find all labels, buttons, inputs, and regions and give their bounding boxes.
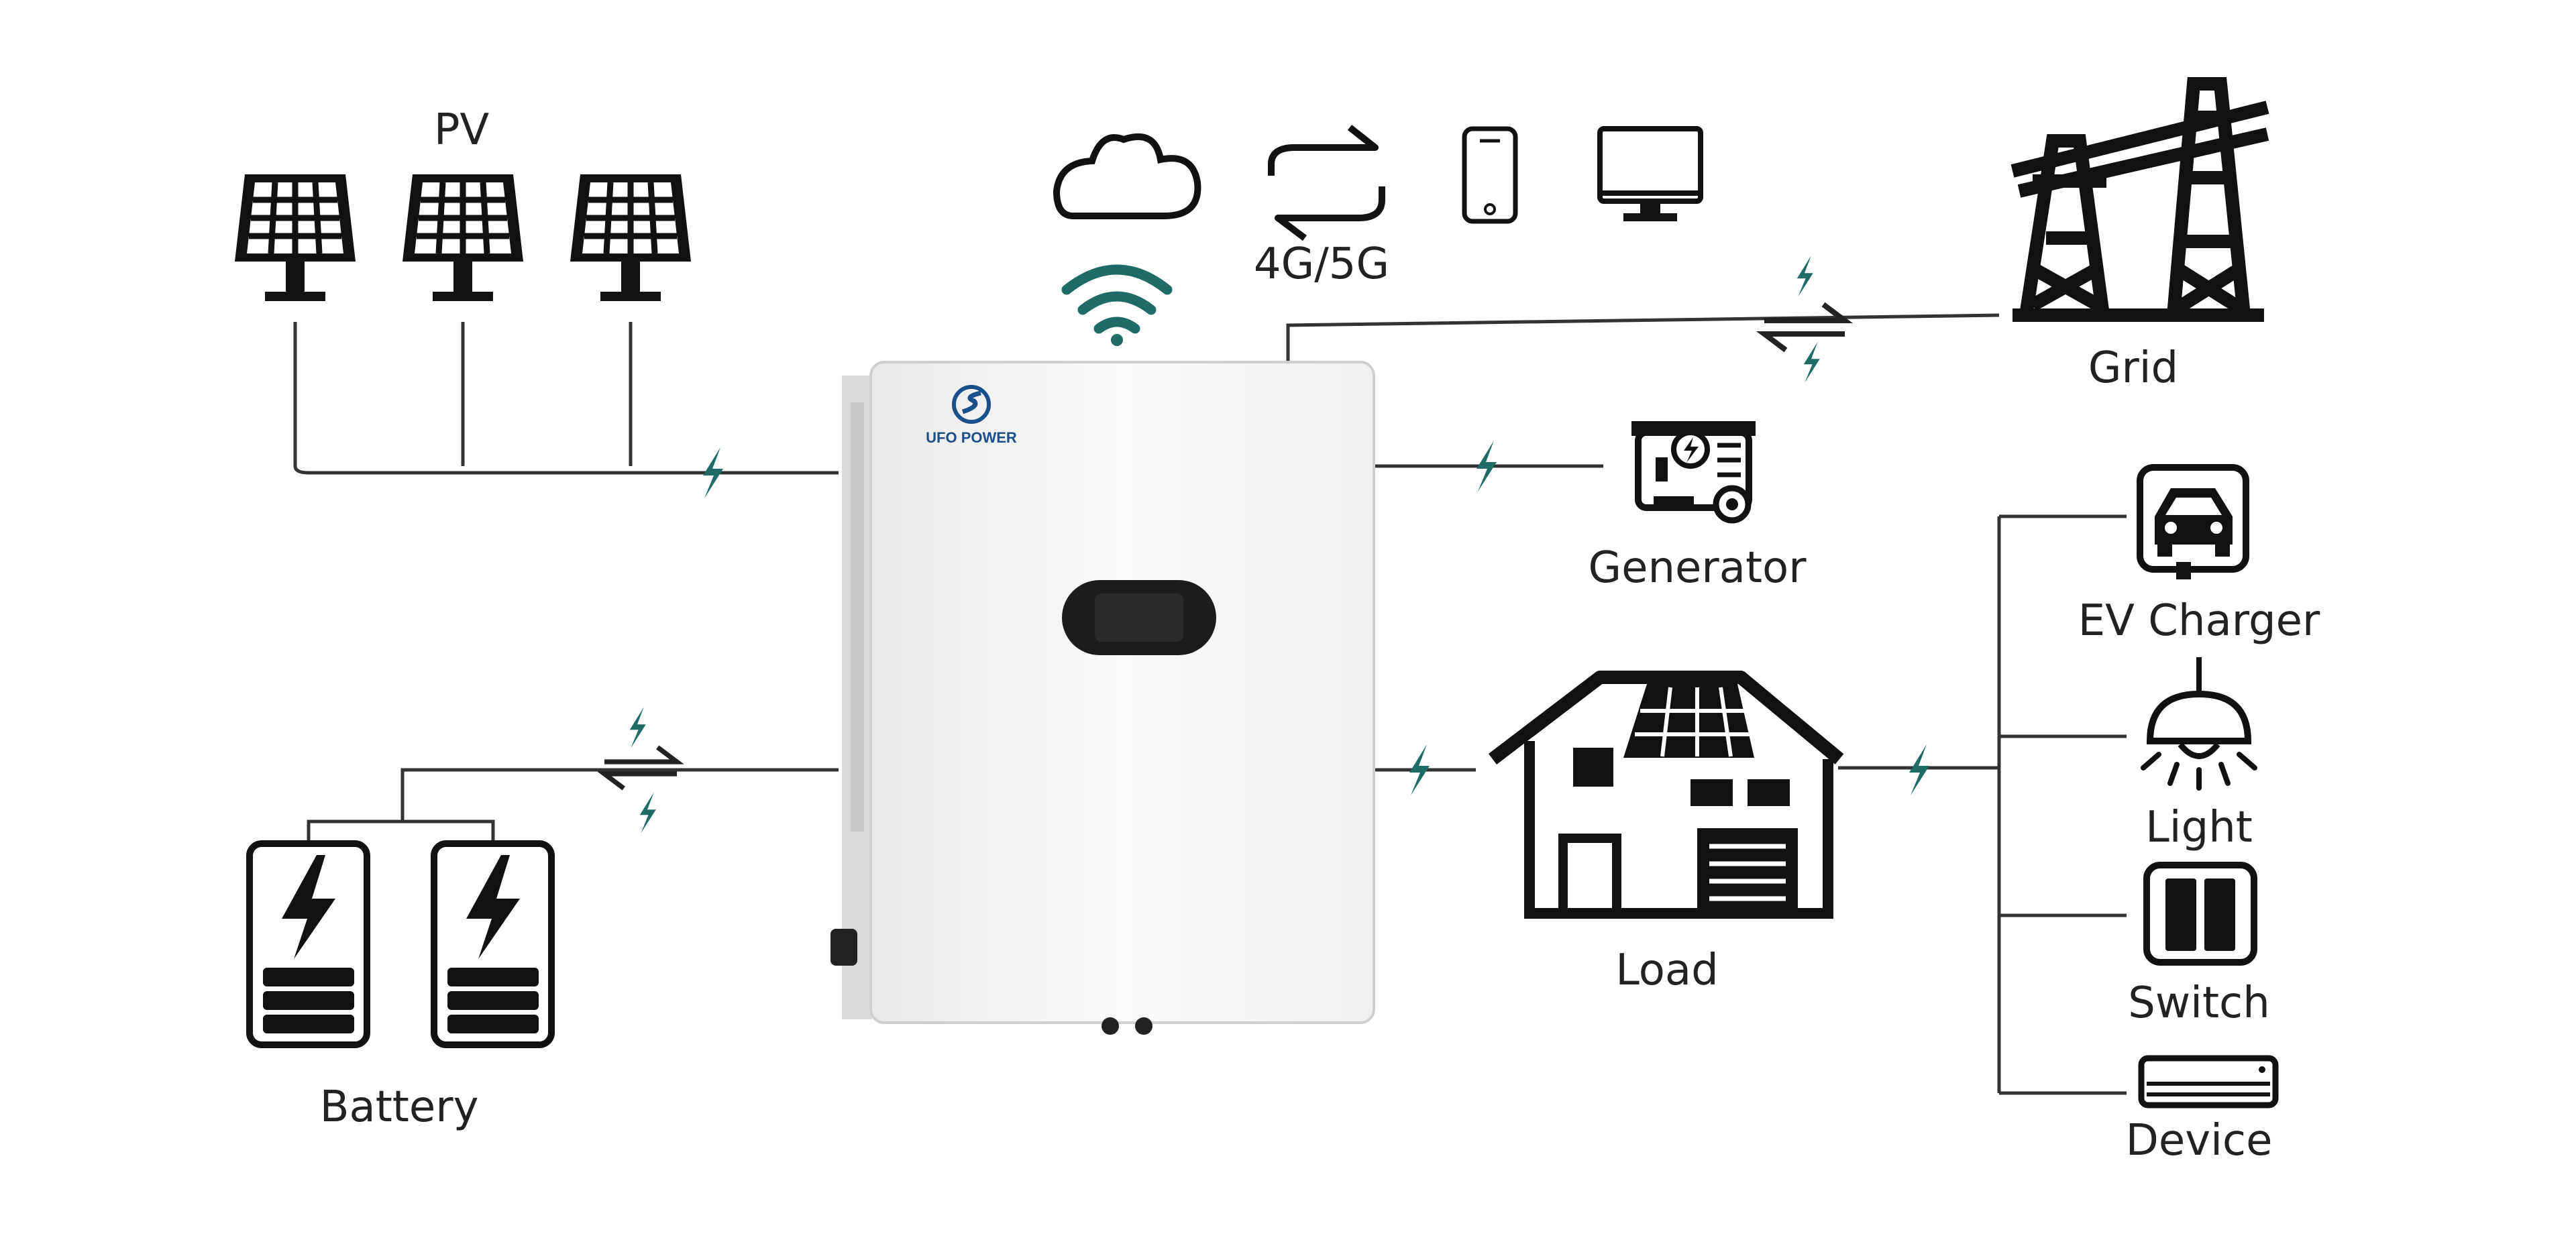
solar-panel-icon xyxy=(402,174,523,301)
network-label: 4G/5G xyxy=(1254,239,1389,289)
brand-logo xyxy=(952,385,991,424)
grid-flow-arrows xyxy=(1764,256,1845,383)
switch-label: Switch xyxy=(2128,978,2270,1028)
solar-panel-icon xyxy=(570,174,691,301)
battery-icon xyxy=(246,840,370,1048)
house-icon xyxy=(1488,671,1844,919)
lightning-icon xyxy=(1409,744,1430,795)
device-label: Device xyxy=(2126,1116,2273,1166)
battery-label: Battery xyxy=(320,1082,479,1132)
lightning-icon xyxy=(1477,441,1497,492)
cloud-icon xyxy=(1053,133,1201,219)
load-label: Load xyxy=(1615,946,1719,995)
ev-car-icon xyxy=(2137,464,2249,579)
inverter-unit: UFO POWER xyxy=(830,361,1375,1035)
generator-label: Generator xyxy=(1589,543,1807,593)
switch-icon xyxy=(2143,862,2257,966)
inverter-display xyxy=(1062,580,1216,655)
transmission-tower-icon xyxy=(2010,77,2269,322)
brand-name: UFO POWER xyxy=(926,429,1017,446)
light-label: Light xyxy=(2145,803,2253,852)
grid-label: Grid xyxy=(2088,343,2178,393)
lightning-icon xyxy=(703,447,723,498)
lightning-icon xyxy=(1909,744,1929,795)
battery-icon xyxy=(431,840,555,1048)
phone-icon xyxy=(1462,126,1518,224)
pv-label: PV xyxy=(434,105,490,155)
air-conditioner-icon xyxy=(2138,1055,2279,1109)
wifi-icon xyxy=(1061,264,1173,346)
lamp-icon xyxy=(2141,657,2257,791)
generator-icon xyxy=(1631,421,1756,524)
sync-arrows-icon xyxy=(1268,125,1385,241)
solar-panel-icon xyxy=(235,174,356,301)
ev-charger-label: EV Charger xyxy=(2078,596,2320,646)
monitor-icon xyxy=(1597,126,1703,221)
